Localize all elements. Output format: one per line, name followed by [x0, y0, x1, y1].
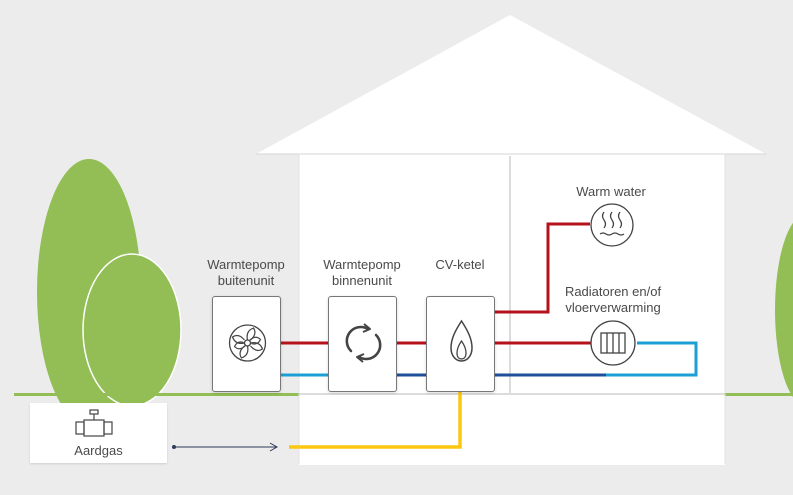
gas-pipe [289, 392, 462, 449]
warm-water-label: Warm water [576, 184, 646, 199]
flame-icon [450, 319, 473, 362]
radiator-icon [590, 320, 636, 366]
fan-icon [228, 324, 267, 362]
gas-box: Aardgas [30, 403, 167, 463]
hot-water-icon [590, 203, 634, 247]
gas-label: Aardgas [74, 443, 123, 458]
gas-valve-icon [75, 409, 113, 437]
return-pipes [280, 341, 698, 377]
indoor-unit-label: Warmtepomp binnenunit [302, 257, 422, 289]
boiler-label: CV-ketel [435, 257, 485, 272]
outdoor-unit-label-line2: buitenunit [217, 273, 275, 288]
hot-pipes [280, 222, 592, 345]
tree-right [775, 222, 793, 398]
boiler-unit [426, 296, 495, 392]
radiators-label: Radiatoren en/of vloerverwarming [548, 284, 678, 316]
cycle-arrows-icon [345, 323, 382, 363]
indoor-unit-label-line1: Warmtepomp [323, 257, 401, 272]
indoor-unit-label-line2: binnenunit [332, 273, 392, 288]
indoor-unit [328, 296, 397, 392]
outdoor-unit-label-line1: Warmtepomp [207, 257, 285, 272]
house [256, 15, 766, 465]
radiators-label-line2: vloerverwarming [565, 300, 661, 315]
tree-small [82, 253, 182, 407]
radiators-label-line1: Radiatoren en/of [564, 284, 662, 299]
gas-line [172, 392, 462, 452]
outdoor-unit-label: Warmtepomp buitenunit [186, 257, 306, 289]
outdoor-unit [212, 296, 281, 392]
